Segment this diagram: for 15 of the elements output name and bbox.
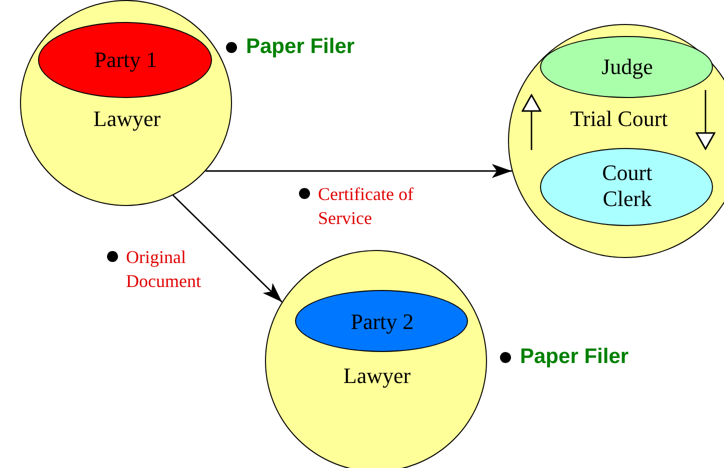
node-label: Party 2 <box>350 308 415 335</box>
role-label: Paper Filer <box>246 35 355 59</box>
node-label: Trial Court <box>569 106 669 132</box>
node-label: Judge <box>600 54 654 80</box>
edge-label: Original Document <box>126 246 202 293</box>
role-label: Paper Filer <box>520 345 629 369</box>
arrow <box>522 94 542 150</box>
arrow <box>696 90 716 150</box>
node-label: Lawyer <box>92 106 162 132</box>
arrow <box>206 164 512 178</box>
arrow <box>172 194 282 302</box>
node-label: Lawyer <box>342 363 412 389</box>
node-label: Party 1 <box>93 46 158 73</box>
node-label: Court Clerk <box>601 160 654 212</box>
edge-label: Certificate of Service <box>318 183 414 230</box>
